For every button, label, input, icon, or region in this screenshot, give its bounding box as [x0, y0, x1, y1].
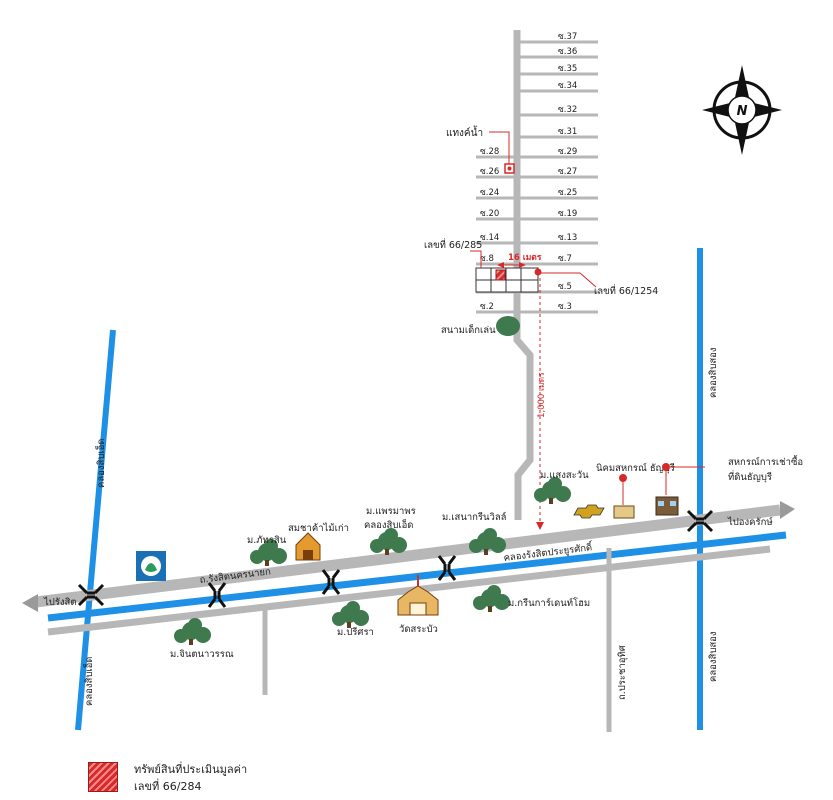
interchange-icon-3: [321, 569, 341, 595]
village-greenlake-label: ม.กรีนการ์เดนท์โฮม: [508, 597, 590, 609]
left-sois: ซ.28ซ.26ซ.24ซ.20ซ.14ซ.8ซ.4ซ.2: [476, 147, 514, 314]
soi-label-right: ซ.32: [558, 105, 577, 115]
village-pisara-label: ม.ปรีศรา: [337, 626, 374, 638]
village-praemaporn-label-1: ม.แพรมาพร: [366, 506, 416, 517]
soi-label-right: ซ.3: [558, 302, 572, 312]
to-rangsit-label: ไปรังสิต: [43, 596, 77, 608]
water-tank: แทงค์น้ำ: [446, 125, 515, 174]
tree-cluster-icon: [534, 477, 571, 504]
soi-label-right: ซ.5: [558, 282, 572, 292]
playground: สนามเด็กเล่น: [441, 316, 520, 336]
target-property-marker: [495, 269, 506, 281]
village-praemaporn-label-2: คลองสิบเอ็ด: [364, 518, 413, 531]
soi-label-right: ซ.37: [558, 32, 577, 42]
canal-11: [75, 329, 116, 731]
cooperative-label-1: สหกรณ์การเช่าซื้อ: [728, 455, 803, 468]
gas-station-icon: [136, 551, 166, 581]
main-road: [35, 504, 781, 608]
canal-12-bottom-label: คลองสิบสอง: [708, 632, 719, 683]
nikhom-marker: [619, 474, 627, 482]
soi-label-left: ซ.26: [480, 167, 499, 177]
lot-66-1254-label: เลขที่ 66/1254: [594, 284, 658, 297]
soi-label-right: ซ.19: [558, 209, 577, 219]
tree-icon: [496, 316, 520, 336]
soi-label-right: ซ.34: [558, 81, 577, 91]
interchange-icon-4: [437, 555, 457, 581]
cooperative-area: สหกรณ์การเช่าซื้อ ที่ดินธัญบุรี: [655, 455, 803, 516]
interchange-icon-1: [77, 583, 105, 607]
lot-66-285-label: เลขที่ 66/285: [424, 238, 482, 251]
old-wood-market: [295, 532, 321, 561]
soi-label-right: ซ.7: [558, 254, 572, 264]
soi-label-right: ซ.13: [558, 233, 577, 243]
legend-line-2: เลขที่ 66/284: [134, 780, 202, 793]
arrow-to-ongkharak: [780, 501, 795, 519]
canal-12-top-label: คลองสิบสอง: [708, 348, 719, 399]
soi-label-left: ซ.28: [480, 147, 499, 157]
arrow-to-rangsit: [22, 594, 38, 612]
canal-11-bottom-label: คลองสิบเอ็ด: [82, 657, 95, 706]
soi-label-left: ซ.8: [480, 254, 494, 264]
playground-label: สนามเด็กเล่น: [441, 323, 496, 336]
soi-label-left: ซ.14: [480, 233, 499, 243]
lot-66-1254-marker: [534, 268, 542, 276]
nikhom-area: นิคมสหกรณ์ ธัญบุรี: [596, 462, 675, 519]
water-tank-label: แทงค์น้ำ: [446, 125, 483, 139]
width-label: 16 เมตร: [508, 253, 542, 263]
distance-label: 1,000 เมตร: [537, 372, 547, 418]
cooperative-label-2: ที่ดินธัญบุรี: [728, 470, 772, 483]
legend: ทรัพย์สินที่ประเมินมูลค่า เลขที่ 66/284: [88, 760, 388, 798]
temple-icon: [397, 585, 439, 616]
tree-cluster-icon: [174, 618, 211, 645]
nikhom-label: นิคมสหกรณ์ ธัญบุรี: [596, 462, 675, 474]
compass-icon: N: [702, 65, 782, 155]
temple: [397, 575, 439, 616]
main-road-label: ถ.รังสิตนครนายก: [199, 566, 272, 586]
soi-label-right: ซ.36: [558, 47, 577, 57]
to-ongkharak-label: ไปองครักษ์: [727, 516, 773, 528]
right-sois: ซ.37 ซ.36 ซ.35 ซ.34 ซ.32 ซ.31 ซ.29 ซ.27 ซ.25 ซ.19…: [520, 32, 598, 314]
canals: [47, 248, 787, 731]
temple-label: วัดสระบัว: [399, 624, 438, 635]
village-icons: [174, 477, 571, 645]
soi-label-right: ซ.29: [558, 147, 577, 157]
prachauthit-label: ถ.ประชาอุทิศ: [617, 645, 628, 700]
soi-label-right: ซ.25: [558, 188, 577, 198]
village-sena-label: ม.เสนากรีนวิลล์: [442, 511, 507, 523]
property-block: เลขที่ 66/285 เลขที่ 66/1254 16 เมตร 1,0…: [424, 238, 658, 530]
village-saengsawang-label: ม.แสงสะวัน: [540, 470, 589, 481]
roads: [35, 30, 781, 732]
soi-label-right: ซ.35: [558, 64, 577, 74]
village-jintana-label: ม.จินตนาวรรณ: [170, 649, 234, 660]
chevrolet-icon: [573, 504, 605, 519]
wood-market-label: สมชาค้าไม้เก่า: [288, 522, 349, 534]
tree-cluster-icon: [332, 601, 369, 628]
tree-cluster-icon: [473, 585, 510, 612]
legend-swatch: [88, 762, 118, 792]
chevrolet-dealer: [573, 504, 605, 519]
lower-road: [47, 545, 771, 636]
interchange-icon-5: [686, 509, 714, 533]
soi-label-right: ซ.31: [558, 127, 577, 137]
tree-cluster-icon: [250, 539, 287, 566]
canal-11-top-label: คลองสิบเอ็ด: [94, 439, 107, 488]
tree-cluster-icon: [469, 528, 506, 555]
soi-label-left: ซ.24: [480, 188, 499, 198]
cooperative-marker: [662, 463, 670, 471]
legend-line-1: ทรัพย์สินที่ประเมินมูลค่า: [134, 763, 248, 776]
tree-cluster-icon: [370, 528, 407, 555]
interchanges: [77, 509, 714, 608]
village-phatsin-label: ม.ภัทรสิน: [247, 535, 287, 546]
soi-label-left: ซ.20: [480, 209, 499, 219]
nikhom-building-icon: [613, 505, 635, 519]
soi-label-right: ซ.27: [558, 167, 577, 177]
wood-market-icon: [295, 532, 321, 561]
soi-label-left: ซ.2: [480, 302, 494, 312]
interchange-icon-2: [207, 582, 227, 608]
compass-north-label: N: [737, 104, 748, 119]
